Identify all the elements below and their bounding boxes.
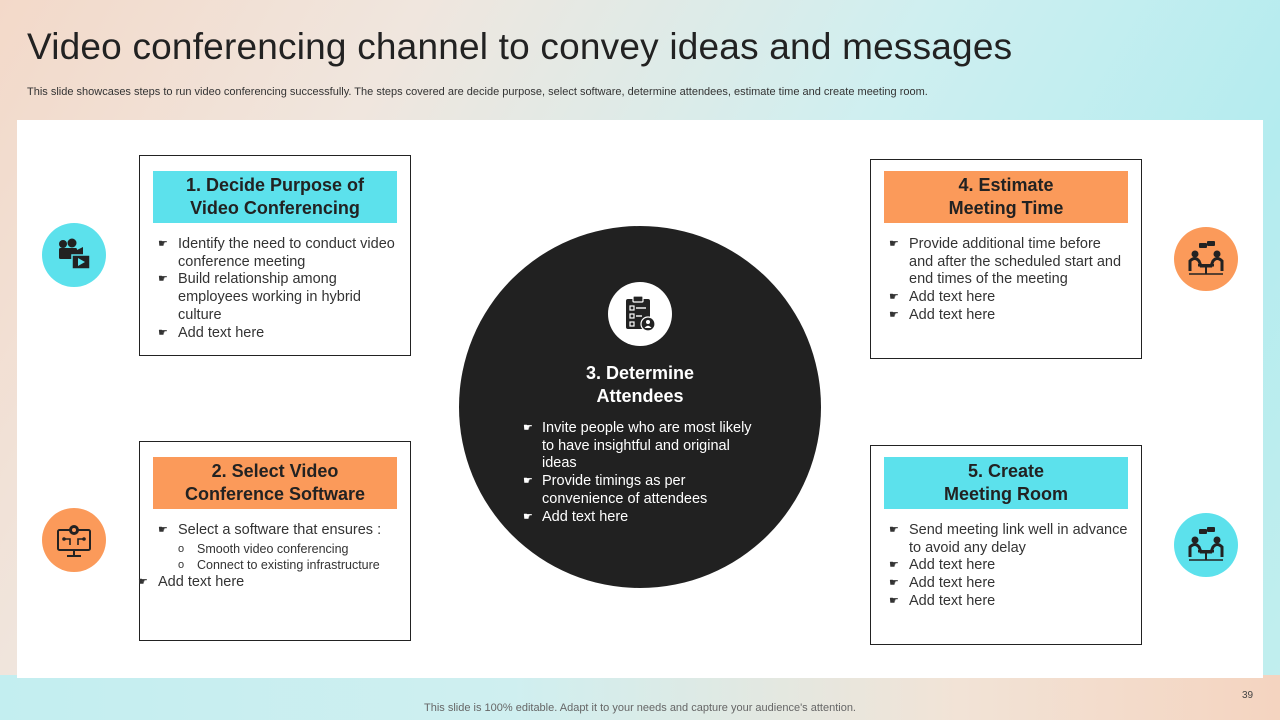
attendee-checklist-icon (608, 282, 672, 346)
list-item: ☛ Add text here (889, 593, 1129, 611)
step-card-4: 4. Estimate Meeting Time ☛ Provide additi… (870, 159, 1142, 359)
step-4-heading-line-1: 4. Estimate (958, 175, 1054, 195)
list-item: ☛ Send meeting link well in advance to av… (889, 522, 1129, 557)
list-item: ☛ Provide timings as per convenience of a… (523, 473, 763, 508)
bullet-text: Add text here (909, 289, 996, 306)
pointing-hand-icon: ☛ (889, 594, 899, 607)
sub-bullet-text: Smooth video conferencing (197, 541, 349, 556)
step-2-heading-line-2: Conference Software (184, 484, 366, 504)
list-item: ☛ Select a software that ensures : o Smoot… (158, 522, 398, 573)
step-1-heading-line-1: 1. Decide Purpose of (185, 175, 365, 195)
step-3-bullets: ☛ Invite people who are most likely to ha… (523, 420, 763, 526)
bullet-text: Send meeting link well in advance to avo… (909, 522, 1128, 556)
step-4-bullets: ☛ Provide additional time before and afte… (889, 236, 1129, 325)
bullet-text: Identify the need to conduct video confe… (178, 236, 395, 270)
slide-subtitle: This slide showcases steps to run video … (27, 86, 928, 98)
bullet-text: Provide timings as per convenience of at… (542, 473, 708, 507)
step-2-heading: 2. Select Video Conference Software (153, 457, 397, 509)
step-5-heading-line-1: 5. Create (967, 461, 1045, 481)
pointing-hand-icon: ☛ (158, 273, 168, 286)
sub-list-item: o Smooth video conferencing (178, 541, 398, 557)
step-4-heading: 4. Estimate Meeting Time (884, 171, 1128, 223)
step-3-heading-line-1: 3. Determine (585, 363, 695, 383)
list-item: ☛ Add text here (889, 307, 1129, 325)
pointing-hand-icon: ☛ (889, 308, 899, 321)
bullet-text: Add text here (909, 306, 996, 323)
list-item: ☛ Build relationship among employees work… (158, 271, 398, 324)
step-1-heading: 1. Decide Purpose of Video Conferencing (153, 171, 397, 223)
step-4-heading-line-2: Meeting Time (948, 198, 1064, 218)
step-circle-3: 3. Determine Attendees ☛ Invite people wh… (459, 226, 821, 588)
list-item: ☛ Provide additional time before and afte… (889, 236, 1129, 289)
bullet-text: Add text here (909, 575, 996, 592)
circle-bullet-icon: o (178, 542, 185, 555)
bullet-text: Add text here (909, 592, 996, 609)
step-1-bullets: ☛ Identify the need to conduct video conf… (158, 236, 398, 342)
pointing-hand-icon: ☛ (158, 524, 168, 536)
circle-bullet-icon: o (178, 558, 185, 571)
meeting-people-icon (1174, 227, 1238, 291)
pointing-hand-icon: ☛ (889, 238, 899, 250)
list-item: ☛ Add text here (889, 557, 1129, 575)
background-strip (0, 675, 1280, 720)
step-5-bullets: ☛ Send meeting link well in advance to av… (889, 522, 1129, 611)
pointing-hand-icon: ☛ (138, 575, 148, 588)
list-item: ☛ Invite people who are most likely to ha… (523, 420, 763, 473)
list-item: ☛ Add text here (138, 574, 398, 592)
sub-list-item: o Connect to existing infrastructure (178, 557, 398, 573)
pointing-hand-icon: ☛ (889, 524, 899, 536)
sub-bullet-text: Connect to existing infrastructure (197, 557, 380, 572)
pointing-hand-icon: ☛ (523, 510, 533, 523)
step-card-1: 1. Decide Purpose of Video Conferencing … (139, 155, 411, 356)
pointing-hand-icon: ☛ (158, 238, 168, 250)
step-5-heading: 5. Create Meeting Room (884, 457, 1128, 509)
list-item: ☛ Identify the need to conduct video conf… (158, 236, 398, 271)
bullet-text: Build relationship among employees worki… (178, 271, 361, 323)
bullet-text: Add text here (158, 573, 245, 590)
step-card-2: 2. Select Video Conference Software ☛ Sel… (138, 441, 411, 641)
video-camera-icon (42, 223, 106, 287)
step-card-5: 5. Create Meeting Room ☛ Send meeting lin… (870, 445, 1142, 645)
pointing-hand-icon: ☛ (523, 475, 533, 488)
step-1-heading-line-2: Video Conferencing (190, 198, 360, 218)
bullet-text: Select a software that ensures : (178, 522, 382, 538)
meeting-room-icon (1174, 513, 1238, 577)
list-item: ☛ Add text here (889, 289, 1129, 307)
list-item: ☛ Add text here (523, 509, 763, 527)
list-item: ☛ Add text here (889, 575, 1129, 593)
bullet-text: Add text here (542, 508, 629, 525)
pointing-hand-icon: ☛ (889, 577, 899, 590)
step-2-heading-line-1: 2. Select Video (211, 461, 339, 481)
bullet-text: Add text here (909, 557, 996, 574)
slide-title: Video conferencing channel to convey ide… (27, 26, 1013, 67)
bullet-text: Invite people who are most likely to hav… (542, 420, 752, 472)
bullet-text: Add text here (178, 324, 265, 341)
page-number: 39 (1242, 690, 1254, 701)
pointing-hand-icon: ☛ (889, 559, 899, 572)
footer-note: This slide is 100% editable. Adapt it to… (424, 702, 856, 714)
step-3-heading-line-2: Attendees (596, 386, 684, 406)
step-5-heading-line-2: Meeting Room (944, 484, 1068, 504)
step-3-heading: 3. Determine Attendees (459, 362, 821, 408)
step-2-bullets: ☛ Select a software that ensures : o Smoot… (138, 522, 398, 591)
software-monitor-icon (42, 508, 106, 572)
list-item: ☛ Add text here (158, 325, 398, 343)
pointing-hand-icon: ☛ (523, 422, 533, 434)
pointing-hand-icon: ☛ (889, 291, 899, 304)
bullet-text: Provide additional time before and after… (909, 236, 1122, 288)
pointing-hand-icon: ☛ (158, 326, 168, 339)
